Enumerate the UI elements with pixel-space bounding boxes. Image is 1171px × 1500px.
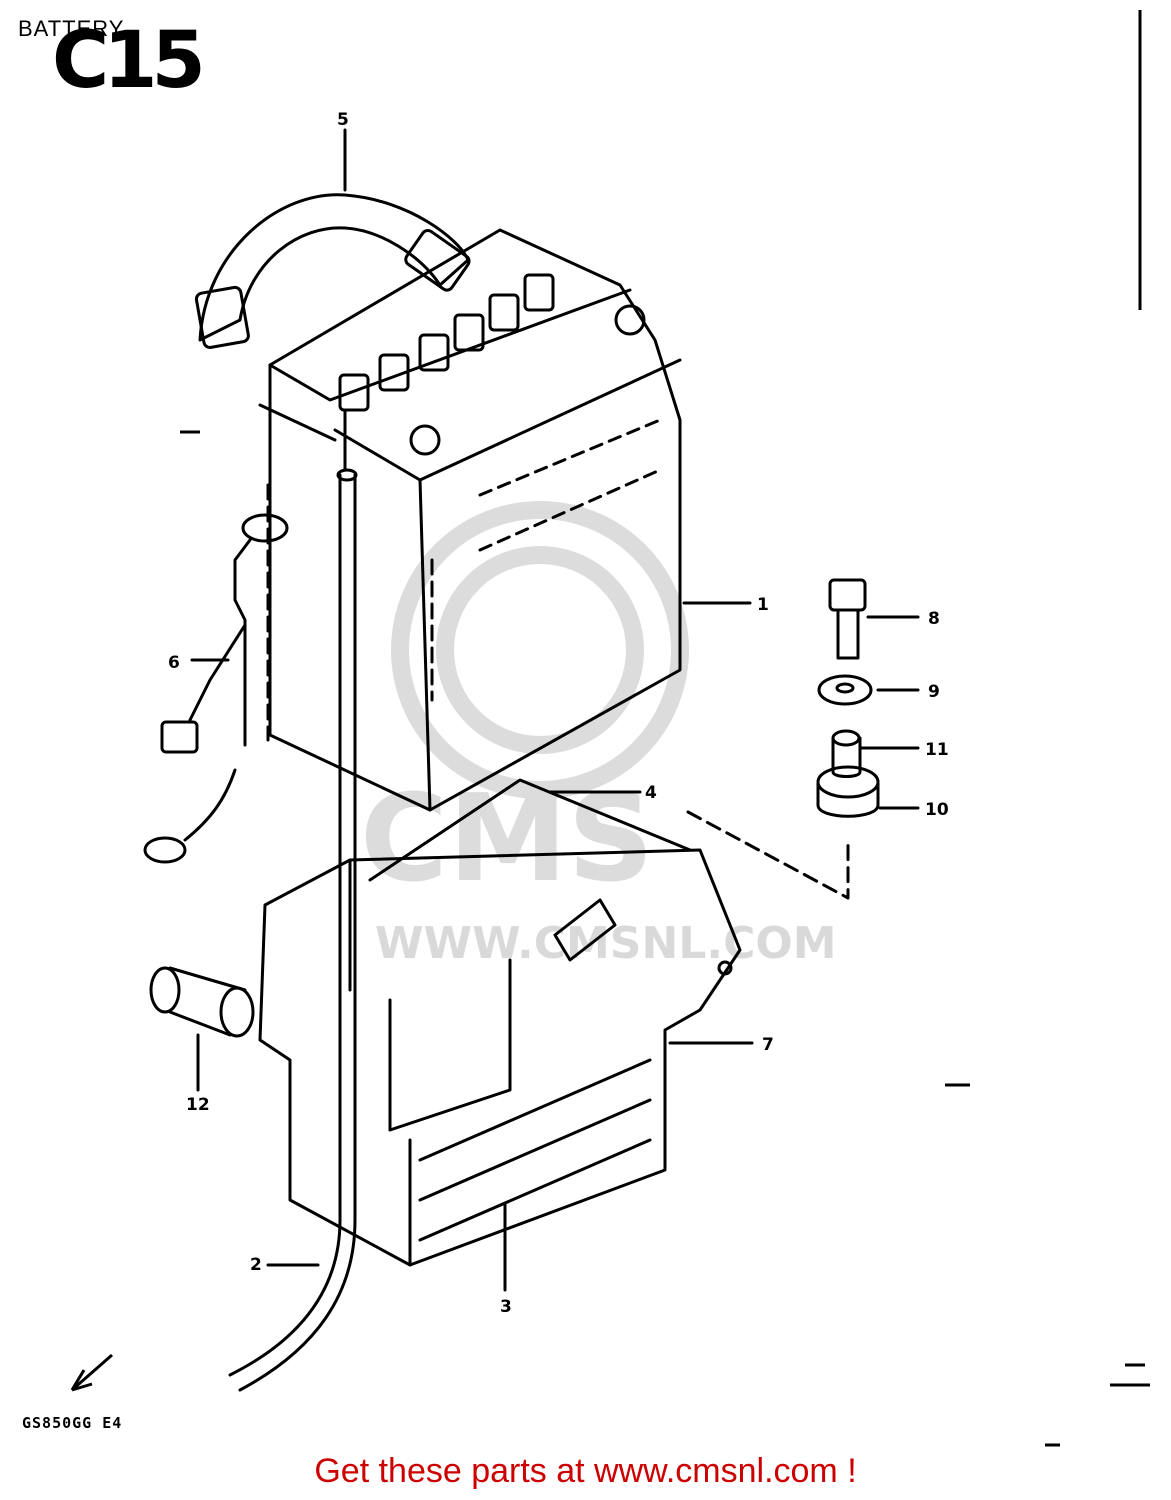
watermark-url: WWW.CMSNL.COM: [375, 918, 837, 969]
callout-9: 9: [928, 682, 940, 702]
callout-12: 12: [186, 1095, 210, 1115]
bolt: [828, 578, 867, 660]
cta-banner: Get these parts at www.cmsnl.com !: [0, 1452, 1171, 1491]
spacer: [831, 736, 862, 778]
section-title: BATTERY: [18, 16, 125, 41]
breather-pipe: [228, 473, 342, 1377]
grommet: [149, 966, 255, 1038]
watermark-logo: CMS: [360, 501, 689, 909]
battery-cable: [143, 513, 289, 864]
section-code: C15: [52, 16, 206, 106]
front-arrow-icon: [70, 1353, 113, 1392]
callout-7: 7: [762, 1035, 774, 1055]
callout-3: 3: [500, 1297, 512, 1317]
cushion: [816, 780, 880, 818]
callout-11: 11: [925, 740, 949, 760]
callout-2: 2: [250, 1255, 262, 1275]
washer: [817, 674, 873, 706]
battery-strap: [198, 193, 470, 342]
callout-8: 8: [928, 609, 940, 629]
callout-10: 10: [925, 800, 949, 820]
cta-link[interactable]: Get these parts at www.cmsnl.com !: [314, 1452, 857, 1490]
battery-case: [258, 778, 742, 1267]
callout-1: 1: [757, 595, 769, 615]
battery-body: [258, 228, 682, 812]
scan-marks: [180, 10, 1150, 1447]
callout-5: 5: [337, 110, 349, 130]
callout-4: 4: [645, 783, 657, 803]
model-code: GS850GG E4: [22, 1414, 123, 1432]
callout-6: 6: [168, 653, 180, 673]
